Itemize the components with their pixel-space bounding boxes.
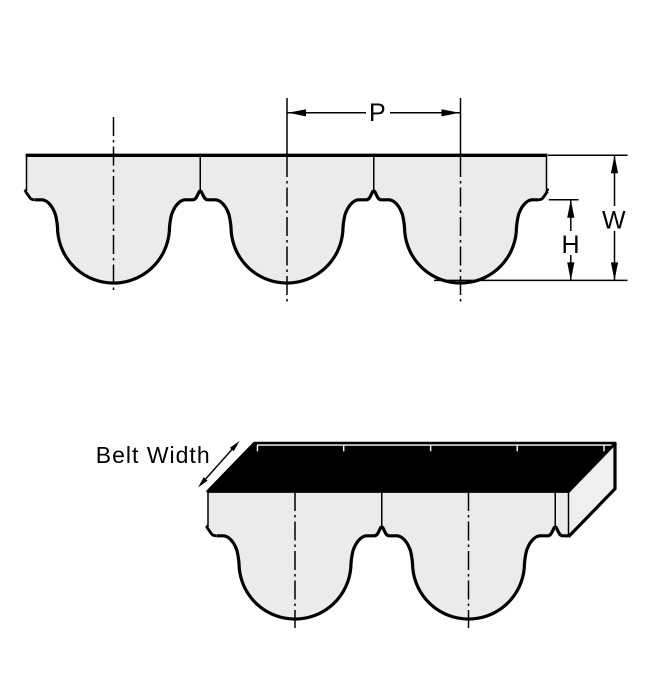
- svg-text:Belt Width: Belt Width: [96, 442, 211, 468]
- svg-text:W: W: [602, 206, 626, 234]
- svg-text:P: P: [369, 99, 386, 127]
- svg-text:H: H: [561, 231, 579, 259]
